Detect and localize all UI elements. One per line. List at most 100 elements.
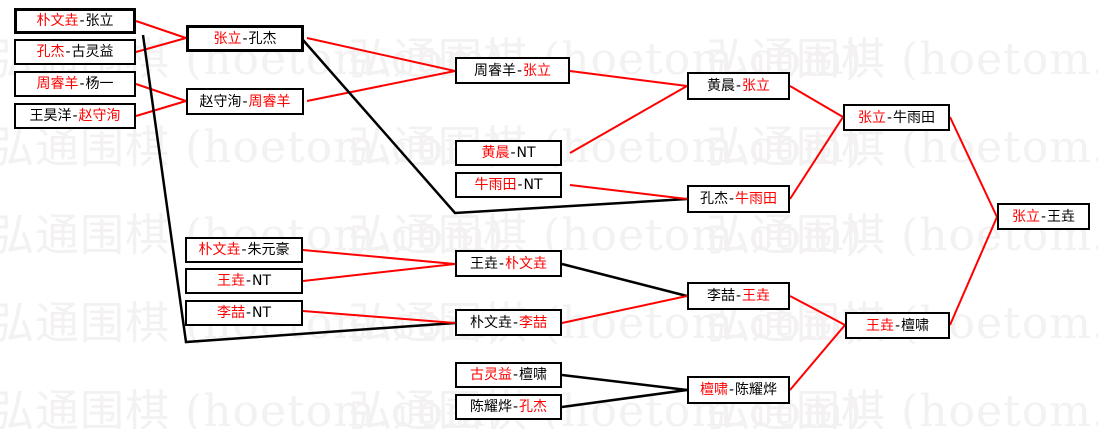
edge-r4m1-r5m1 [789,85,844,118]
watermark-text: 弘通围棋 (hoetom.com) [0,386,505,429]
player-loser: 陈耀烨 [469,399,512,415]
edge-r2m1-r3m1 [306,37,456,72]
player-loser: 孔杰 [248,30,277,47]
player-winner: 张立 [742,78,771,94]
match-box-r5m1[interactable]: 张立-牛雨田 [843,104,950,131]
separator: - [79,76,85,92]
match-box-r3m6[interactable]: 古灵益-檀啸 [455,362,562,388]
player-winner: 张立 [857,109,886,126]
match-box-r4m2[interactable]: 孔杰-牛雨田 [687,185,790,213]
edge-r1m7-r3m5 [302,310,456,324]
player-winner: 王垚 [216,273,245,289]
match-box-r4m1[interactable]: 黄晨-张立 [687,72,790,100]
match-box-final[interactable]: 张立-王垚 [997,203,1090,230]
player-loser: 赵守洵 [199,93,242,110]
watermark-text: 弘通围棋 (hoetom.com) [348,210,863,261]
player-loser: NT [252,273,272,289]
player-winner: 黄晨 [481,145,510,161]
edge-r4m3-r5m2 [789,295,846,326]
match-box-r4m3[interactable]: 李喆-王垚 [687,282,790,310]
player-loser: 陈耀烨 [735,382,778,398]
separator: - [512,314,519,331]
edge-r3m1-r4m1 [569,70,688,87]
player-loser: 古灵益 [71,44,114,60]
watermark-text: 弘通围棋 (hoetom.com) [706,122,1098,173]
player-loser: 朱元豪 [247,242,290,258]
match-box-r1m7[interactable]: 李喆-NT [185,300,303,326]
separator: - [242,93,248,110]
edge-r1m6-r3m4 [302,263,456,282]
separator: - [728,382,735,398]
edge-r1m1-r2m1 [135,20,187,39]
separator: - [512,399,519,415]
separator: - [245,273,252,289]
separator: - [1040,208,1047,225]
edge-r3m3-r4m2 [569,184,688,200]
separator: - [498,255,505,272]
player-winner: 牛雨田 [474,177,517,193]
edge-r1m5-r3m4 [302,249,456,265]
edge-r1m2-r2m1 [135,37,187,53]
separator: - [517,177,523,193]
separator: - [886,109,893,126]
player-winner: 朴文垚 [198,242,241,258]
watermark-text: 弘通围棋 (hoetom.com) [0,122,505,173]
edge-r4m2-r5m1 [789,116,844,200]
separator: - [894,317,901,334]
match-box-r1m1[interactable]: 朴文垚-张立 [14,8,136,34]
edge-r1m4-r2m2 [135,100,187,117]
separator: - [241,242,247,258]
player-winner: 周睿羊 [36,76,79,92]
separator: - [728,191,735,207]
player-loser: 王垚 [1047,208,1076,225]
match-box-r3m1[interactable]: 周睿羊-张立 [455,57,570,84]
player-loser: 王垚 [469,255,498,272]
edge-r3m6-r4m4 [561,373,688,392]
match-box-r2m1[interactable]: 张立-孔杰 [186,25,304,52]
separator: - [65,44,71,60]
match-box-r3m5[interactable]: 朴文垚-李喆 [455,309,562,336]
player-winner: 张立 [1011,208,1040,225]
player-loser: 黄晨 [706,78,735,94]
player-winner: 张立 [213,30,242,47]
player-winner: 古灵益 [469,367,512,383]
match-box-r3m4[interactable]: 王垚-朴文垚 [455,250,562,277]
player-loser: NT [516,145,536,161]
player-winner: 李喆 [519,314,548,331]
match-box-r1m6[interactable]: 王垚-NT [185,268,303,294]
match-box-r1m3[interactable]: 周睿羊-杨一 [14,71,136,97]
match-box-r3m3[interactable]: 牛雨田-NT [455,172,562,198]
separator: - [516,62,523,79]
separator: - [510,145,516,161]
edge-r5m1-final [949,116,998,218]
separator: - [735,288,742,304]
separator: - [245,305,252,321]
player-winner: 牛雨田 [735,191,778,207]
separator: - [242,30,248,47]
match-box-r3m2[interactable]: 黄晨-NT [455,140,562,166]
edge-r5m2-final [949,216,998,326]
player-winner: 朴文垚 [505,255,548,272]
match-box-r2m2[interactable]: 赵守洵-周睿羊 [186,88,304,115]
match-box-r1m2[interactable]: 孔杰-古灵益 [14,39,136,65]
player-loser: 孔杰 [699,191,728,207]
player-loser: NT [523,177,543,193]
match-box-r5m2[interactable]: 王垚-檀啸 [845,312,950,339]
edge-r3m5-r4m3 [561,295,688,324]
match-box-r1m5[interactable]: 朴文垚-朱元豪 [185,237,303,263]
match-box-r4m4[interactable]: 檀啸-陈耀烨 [687,376,790,404]
edge-r3m7-r4m4 [561,388,688,409]
player-winner: 朴文垚 [36,13,79,29]
match-box-r1m4[interactable]: 王昊洋-赵守洵 [14,103,136,129]
player-winner: 李喆 [216,305,245,321]
player-winner: 赵守洵 [78,108,121,124]
edge-r1m3-r2m2 [135,83,187,102]
player-loser: 王昊洋 [29,108,72,124]
separator: - [72,108,78,124]
player-loser: 张立 [85,13,114,29]
match-box-r3m7[interactable]: 陈耀烨-孔杰 [455,394,562,420]
watermark-text: 弘通围棋 (hoetom.com) [348,122,863,173]
edge-r2m2-r3m1 [306,70,456,102]
player-loser: 朴文垚 [469,314,512,331]
player-loser: NT [252,305,272,321]
